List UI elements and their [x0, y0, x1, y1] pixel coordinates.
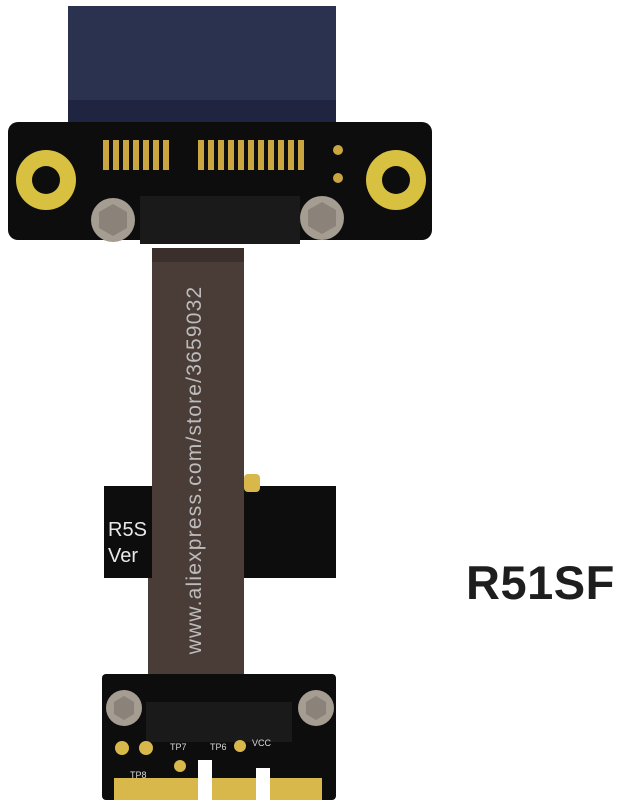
model-label: R51SF: [466, 556, 615, 609]
top-gold-pins: [103, 140, 304, 170]
board-text-line2: Ver: [108, 545, 139, 567]
pcie-slot-shadow: [68, 100, 336, 124]
top-connector-block: [140, 196, 300, 244]
watermark-text: www.aliexpress.com/store/3659032: [183, 285, 206, 655]
silk-tp7: TP7: [170, 742, 187, 752]
board-text-line1: R5S: [108, 519, 147, 541]
m2-gold-contacts: [114, 778, 322, 800]
silk-vcc: VCC: [252, 738, 272, 748]
silk-tp8: TP8: [130, 770, 147, 780]
silk-tp6: TP6: [210, 742, 227, 752]
